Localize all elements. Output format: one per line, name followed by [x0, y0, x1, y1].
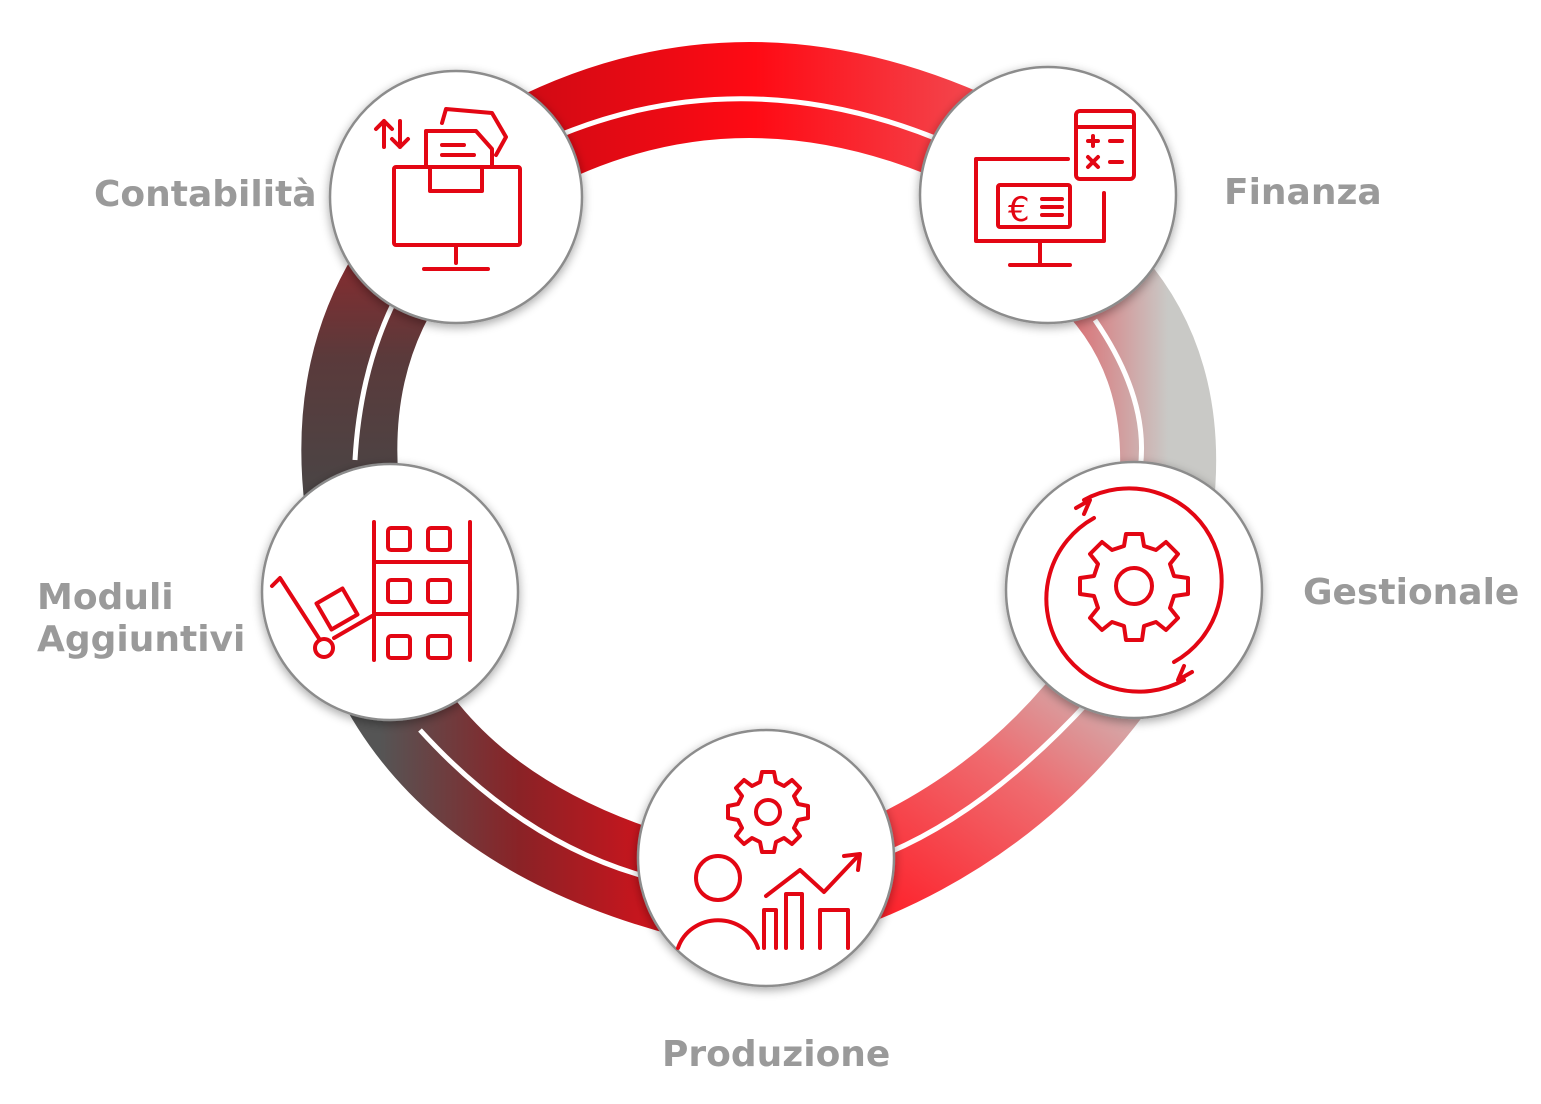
node-circle: [328, 69, 584, 325]
warehouse-trolley-icon: [270, 520, 472, 662]
node-produzione[interactable]: [636, 728, 896, 988]
label-gestionale: Gestionale: [1303, 572, 1520, 613]
label-finanza: Finanza: [1224, 172, 1382, 213]
finance-computer-calculator-icon: €: [974, 109, 1136, 267]
svg-text:€: €: [1008, 190, 1030, 230]
label-moduli-line-2: Aggiuntivi: [37, 619, 246, 660]
node-contabilita[interactable]: [328, 69, 584, 325]
archive-computer-icon: [374, 107, 522, 271]
label-produzione: Produzione: [662, 1034, 891, 1075]
node-finanza[interactable]: €: [918, 65, 1178, 325]
user-chart-gear-icon: [676, 770, 862, 950]
node-moduli-aggiuntivi[interactable]: [260, 462, 520, 722]
node-circle: [260, 462, 520, 722]
gear-cycle-icon: [1044, 486, 1224, 694]
node-circle: [918, 65, 1178, 325]
ring-inner-line: [352, 96, 1145, 878]
node-gestionale[interactable]: [1004, 460, 1264, 720]
ring-segment-top: [497, 42, 1012, 194]
node-circle: [1004, 460, 1264, 720]
label-moduli-aggiuntivi: Moduli Aggiuntivi: [37, 577, 245, 661]
label-contabilita: Contabilità: [94, 174, 317, 215]
label-moduli-line-1: Moduli: [37, 577, 174, 618]
